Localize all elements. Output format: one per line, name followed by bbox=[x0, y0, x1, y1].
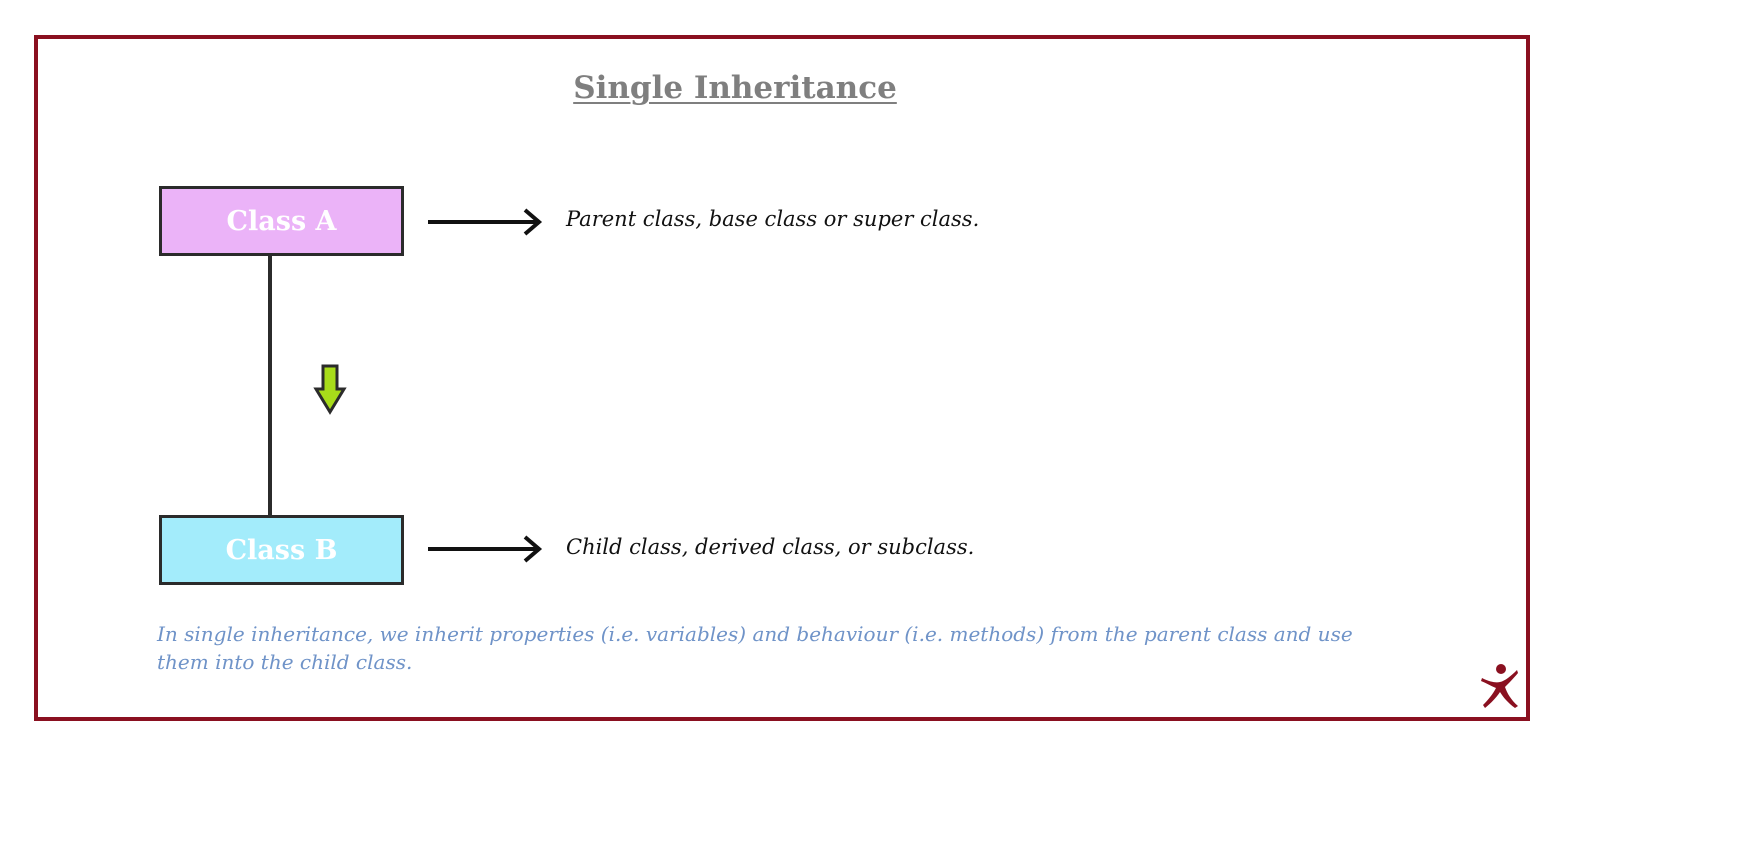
class-b-label: Class B bbox=[225, 534, 338, 566]
class-b-box: Class B bbox=[159, 515, 404, 585]
class-a-label: Class A bbox=[226, 205, 337, 237]
person-logo-icon bbox=[1481, 664, 1518, 708]
diagram-frame bbox=[34, 35, 1530, 721]
class-a-box: Class A bbox=[159, 186, 404, 256]
page-title: Single Inheritance bbox=[573, 70, 897, 106]
child-class-description: Child class, derived class, or subclass. bbox=[566, 535, 975, 559]
inheritance-footnote: In single inheritance, we inherit proper… bbox=[157, 622, 1353, 674]
parent-class-description: Parent class, base class or super class. bbox=[566, 207, 980, 231]
